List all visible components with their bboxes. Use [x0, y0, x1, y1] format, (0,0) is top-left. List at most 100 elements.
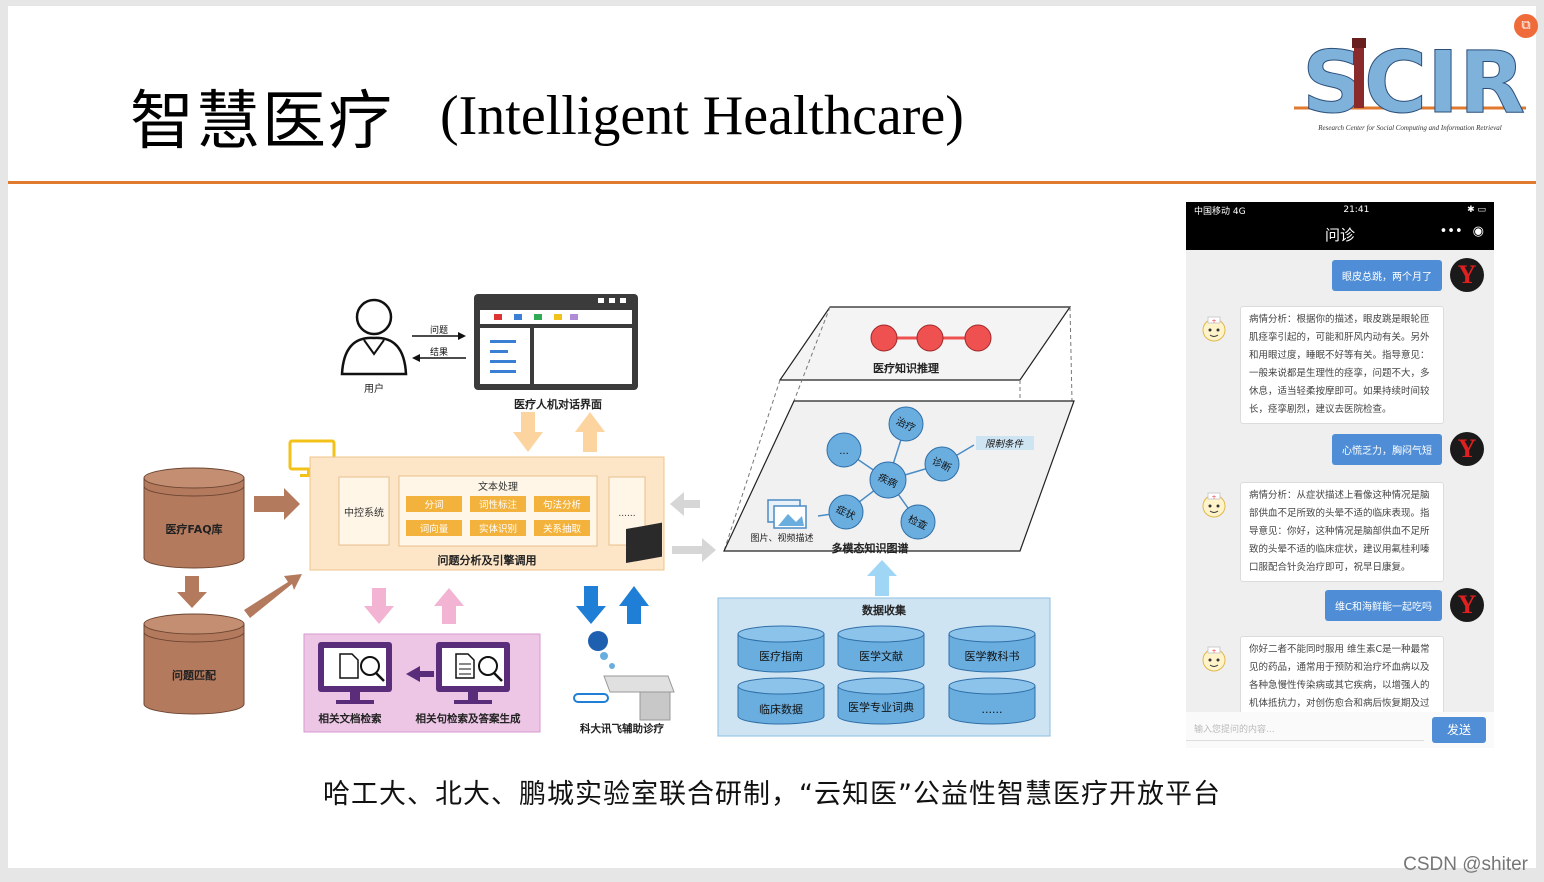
down-arrow-to-retrieval [364, 588, 394, 624]
battery-icon: ✱ ▭ [1467, 205, 1486, 215]
analysis-label: 问题分析及引擎调用 [438, 553, 537, 567]
bot-bubble: 病情分析：从症状描述上看像这种情况是脑部供血不足所致的头晕不适的临床表现。指导意… [1240, 482, 1444, 582]
scir-logo: SCIR Research Center for Social Computin… [1294, 33, 1526, 134]
chat-message-user: 心慌乏力，胸闷气短 Y [1332, 432, 1484, 466]
retrieval-flow-arrow [406, 666, 434, 682]
user-bubble: 维C和海鲜能一起吃吗 [1325, 589, 1442, 621]
dialog-ui-label: 医疗人机对话界面 [514, 397, 602, 411]
user-bubble: 心慌乏力，胸闷气短 [1332, 433, 1442, 465]
carrier-label: 中国移动 4G [1194, 206, 1246, 217]
close-target-icon[interactable]: ◉ [1472, 224, 1484, 239]
text-processing-label: 文本处理 [478, 480, 518, 493]
faq-to-match-arrow [177, 576, 207, 608]
chat-input[interactable]: 输入您提问的内容... [1186, 720, 1424, 741]
doc-retrieval-label: 相关文档检索 [319, 712, 382, 725]
result-arrow: 结果 [412, 346, 466, 362]
user-icon [340, 298, 408, 376]
iflytek-label: 科大讯飞辅助诊疗 [580, 722, 664, 735]
chat-message-bot: + 你好二者不能同时服用 维生素C是一种最常见的药品，通常用于预防和治疗坏血病以… [1200, 636, 1444, 714]
watermark: CSDN @shiter [1403, 854, 1528, 875]
svg-text:Research Center for Social Com: Research Center for Social Computing and… [1317, 124, 1502, 132]
nlp-task-wordvec: 词向量 [420, 523, 449, 535]
chat-badge-icon[interactable]: ⧉ [1514, 14, 1538, 38]
user-label: 用户 [364, 382, 384, 395]
user-avatar: Y [1450, 258, 1484, 292]
header-divider [8, 181, 1536, 184]
nurse-avatar-icon: + [1202, 492, 1226, 518]
sentence-retrieval-label: 相关句检索及答案生成 [416, 712, 521, 725]
svg-text:+: + [1211, 648, 1216, 655]
system-diagram: 用户 问题 结果 医疗人机对话界面 [143, 294, 1075, 737]
phone-title: 问诊 [1324, 225, 1355, 244]
document-search-icon [318, 642, 392, 704]
phone-screenshot: 中国移动 4G 21:41 ✱ ▭ 问诊 ••• ◉ 眼皮总跳，两个月了 Y +… [1186, 202, 1494, 748]
match-db-label: 问题匹配 [172, 668, 216, 682]
kg-label: 多模态知识图谱 [832, 541, 909, 555]
nlp-task-parse: 句法分析 [543, 499, 582, 511]
user-avatar: Y [1450, 432, 1484, 466]
up-arrow-from-iflytek [619, 586, 649, 624]
phone-status-bar: 中国移动 4G 21:41 ✱ ▭ [1186, 202, 1494, 218]
bot-bubble: 你好二者不能同时服用 维生素C是一种最常见的药品，通常用于预防和治疗坏血病以及各… [1240, 636, 1444, 714]
time-label: 21:41 [1343, 205, 1370, 215]
user-bubble: 眼皮总跳，两个月了 [1332, 259, 1442, 291]
slide-title-zh: 智慧医疗 [130, 85, 394, 159]
send-button[interactable]: 发送 [1432, 717, 1486, 743]
up-arrow-from-retrieval [434, 588, 464, 624]
bot-bubble: 病情分析：根据你的描述，眼皮跳是眼轮匝肌痉挛引起的，可能和肝风内动有关。另外和用… [1240, 306, 1444, 424]
svg-text:问题: 问题 [430, 324, 448, 336]
match-database-icon [143, 613, 245, 715]
nlp-task-cells: 分词 词性标注 句法分析 词向量 实体识别 关系抽取 [406, 496, 590, 536]
up-arrow-to-ui [575, 412, 605, 452]
kg-node-more: ... [839, 446, 849, 457]
nurse-avatar-icon: + [1202, 316, 1226, 342]
nurse-avatar-icon: + [1202, 646, 1226, 672]
data-source-cylinders: 医疗指南 医学文献 医学教科书 临床数据 医学专业词典 ...... [737, 625, 1036, 725]
faq-db-label: 医疗FAQ库 [165, 522, 222, 536]
slide-title-en: (Intelligent Healthcare) [440, 85, 964, 147]
chat-input-bar: 输入您提问的内容... 发送 [1186, 712, 1494, 748]
data-source-literature: 医学文献 [859, 649, 903, 663]
data-source-more: ...... [982, 703, 1003, 716]
faq-database-icon [143, 467, 245, 569]
data-collect-label: 数据收集 [862, 603, 907, 617]
more-icon[interactable]: ••• [1439, 224, 1463, 239]
kg-image-label: 图片、视频描述 [750, 532, 813, 544]
chat-message-bot: + 病情分析：根据你的描述，眼皮跳是眼轮匝肌痉挛引起的，可能和肝风内动有关。另外… [1200, 306, 1444, 424]
svg-text:+: + [1211, 494, 1216, 501]
phone-header: 问诊 ••• ◉ [1186, 218, 1494, 250]
analysis-ellipsis: ...... [618, 509, 635, 519]
robot-doctor-icon [573, 522, 675, 721]
question-arrow: 问题 [412, 324, 466, 340]
down-arrow-to-analysis [513, 412, 543, 452]
faq-to-analysis-arrow [254, 488, 300, 520]
sentence-search-icon [436, 642, 510, 704]
chat-message-user: 维C和海鲜能一起吃吗 Y [1325, 588, 1484, 622]
svg-text:SCIR: SCIR [1302, 33, 1525, 133]
image-video-icon [767, 499, 807, 529]
kg-to-analysis-arrow [670, 492, 700, 516]
data-source-clinical: 临床数据 [759, 702, 803, 716]
multimodal-kg-plane: 治疗 诊断 疾病 症状 检查 ... 限制条件 图片、视频描述 [723, 400, 1075, 552]
kg-constraint-label: 限制条件 [985, 439, 1025, 450]
svg-text:+: + [1211, 318, 1216, 325]
data-source-dictionary: 医学专业词典 [848, 700, 914, 714]
chat-message-user: 眼皮总跳，两个月了 Y [1332, 258, 1484, 292]
nlp-task-segment: 分词 [424, 500, 443, 511]
analysis-to-kg-arrow [672, 538, 716, 562]
down-arrow-to-iflytek [576, 586, 606, 624]
central-control-label: 中控系统 [344, 506, 384, 519]
user-avatar: Y [1450, 588, 1484, 622]
nlp-task-pos: 词性标注 [479, 499, 518, 511]
chat-message-bot: + 病情分析：从症状描述上看像这种情况是脑部供血不足所致的头晕不适的临床表现。指… [1200, 482, 1444, 582]
data-to-kg-arrow [867, 560, 897, 596]
svg-text:结果: 结果 [430, 346, 448, 358]
nlp-task-relation: 关系抽取 [543, 523, 582, 535]
nlp-task-ner: 实体识别 [479, 523, 517, 535]
data-source-textbooks: 医学教科书 [965, 649, 1020, 663]
data-source-guidelines: 医疗指南 [759, 649, 803, 663]
match-to-analysis-arrow [244, 574, 302, 618]
kg-reasoning-label: 医疗知识推理 [873, 361, 939, 375]
slide-caption: 哈工大、北大、鹏城实验室联合研制，“云知医”公益性智慧医疗开放平台 [323, 779, 1221, 810]
dialog-window-icon [474, 294, 638, 390]
